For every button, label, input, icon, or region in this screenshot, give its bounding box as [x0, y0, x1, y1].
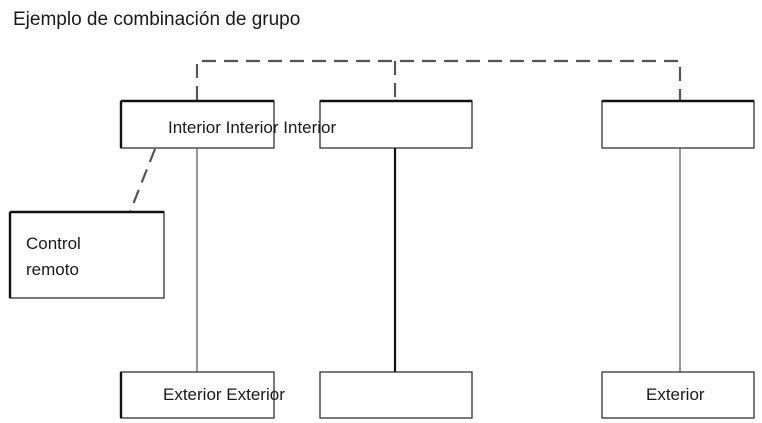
indoor-unit-3	[601, 99, 755, 149]
remote-control-label-line1: Control	[26, 234, 81, 253]
remote-control-label-line2: remoto	[26, 260, 79, 279]
outdoor-unit-right-label: Exterior	[646, 385, 705, 404]
outdoor-unit-3	[601, 371, 755, 419]
group-wiring-top	[195, 59, 682, 100]
diagram-title: Ejemplo de combinación de grupo	[13, 9, 301, 30]
outdoor-unit-1	[119, 371, 275, 419]
remote-control-label: Control remoto	[26, 231, 81, 283]
outdoor-unit-2	[319, 371, 473, 419]
remote-control-wiring	[128, 148, 157, 213]
indoor-units-label: Interior Interior Interior	[168, 118, 337, 137]
remote-control-box	[8, 210, 165, 299]
indoor-unit-2	[319, 99, 473, 149]
outdoor-units-left-label: Exterior Exterior	[163, 385, 285, 404]
